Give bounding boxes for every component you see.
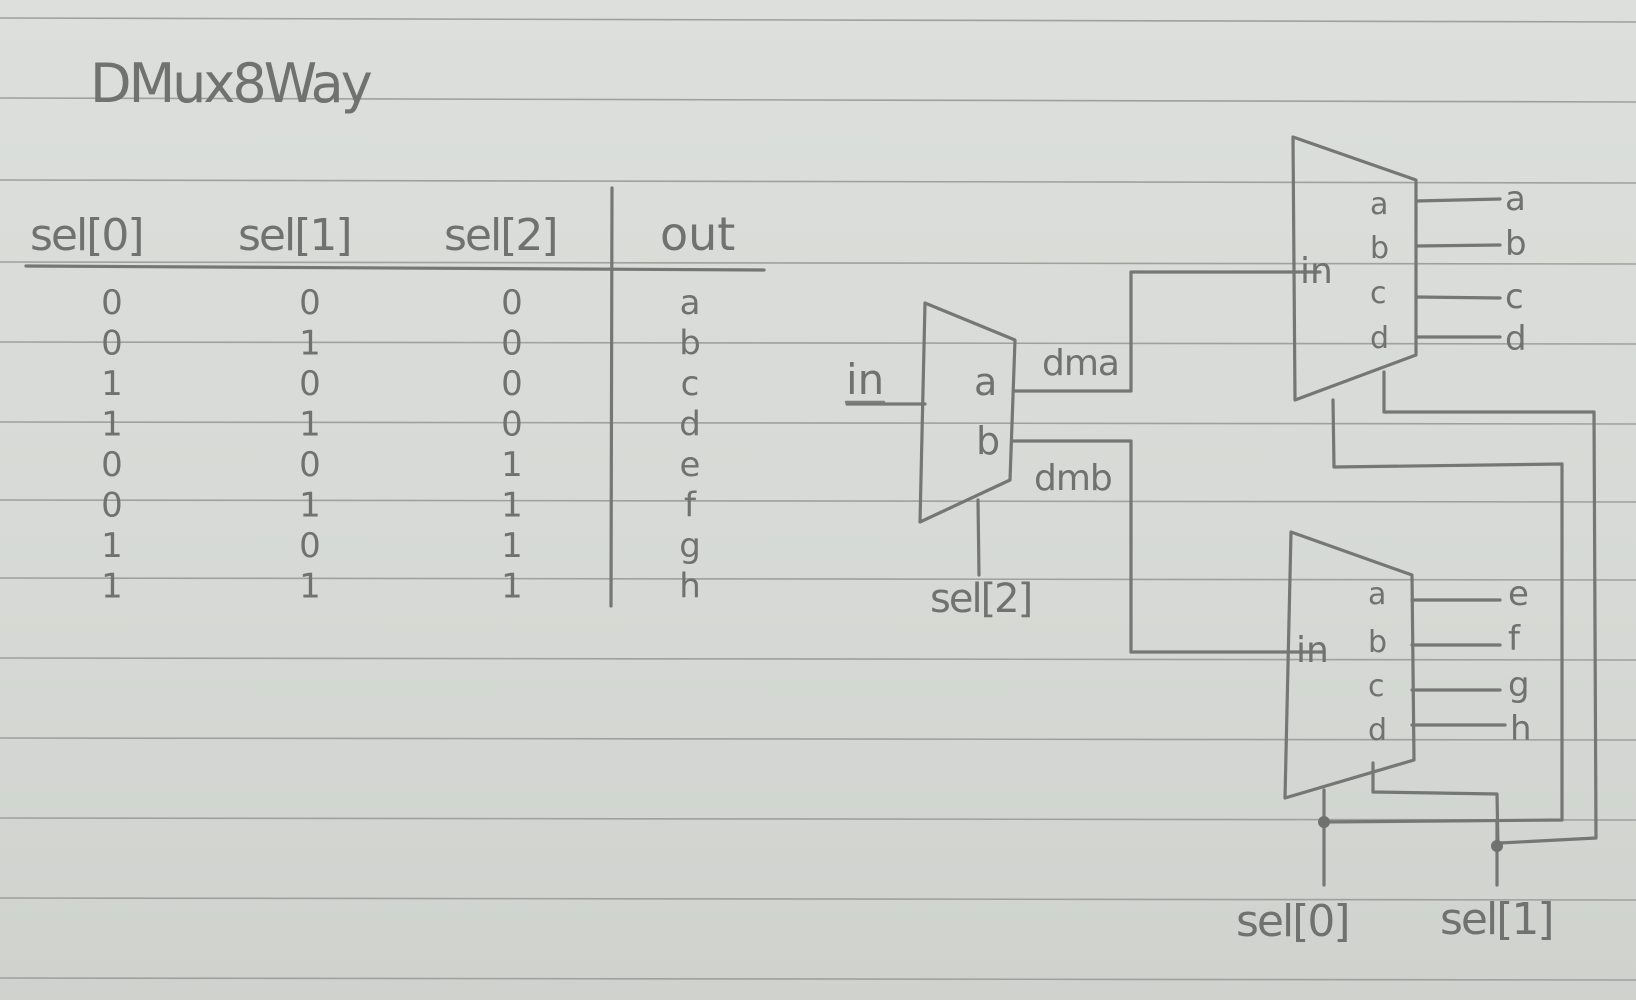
bottom-select-wire-1 [1371, 761, 1500, 850]
bottom-demux-port-c: c [1368, 669, 1385, 704]
input-label: in [846, 355, 884, 404]
first-demux: in a b sel[2] [844, 301, 1033, 622]
bottom-demux-port-a: a [1368, 577, 1386, 612]
bottom-demux: in a b c d e f g h [1283, 530, 1532, 800]
result-h: h [1510, 709, 1532, 749]
top-demux-input-label: in [1300, 251, 1333, 292]
table-cell: 1 [299, 567, 321, 607]
select-wire-sel2 [976, 498, 981, 577]
table-cell: 1 [101, 526, 123, 566]
first-demux-body [918, 301, 1017, 524]
column-header-out: out [660, 207, 735, 261]
table-cell: 0 [501, 283, 523, 323]
first-demux-output-a: a [974, 360, 997, 404]
table-cell: 1 [101, 567, 123, 607]
table-cell: 1 [299, 405, 321, 445]
result-g: g [1508, 665, 1530, 705]
top-output-wire-a [1414, 197, 1502, 203]
top-demux-port-d: d [1370, 321, 1389, 356]
junction-dot-sel1 [1491, 840, 1503, 852]
table-cell: 1 [501, 526, 523, 566]
first-demux-output-b: b [976, 419, 1000, 463]
table-cell: 1 [501, 567, 523, 607]
table-cell: a [680, 283, 701, 323]
table-cell: 1 [299, 486, 321, 526]
table-cell: 0 [299, 283, 321, 323]
select-wiring: sel[0] sel[1] [1236, 370, 1598, 947]
result-f: f [1508, 619, 1521, 659]
top-output-wire-b [1414, 243, 1502, 248]
top-demux-port-c: c [1370, 276, 1387, 311]
table-cell: 0 [299, 364, 321, 404]
select-label-sel1: sel[1] [1440, 894, 1553, 945]
top-demux-port-a: a [1370, 187, 1388, 222]
table-cell: 0 [101, 445, 123, 485]
table-cell: g [679, 526, 701, 566]
bottom-demux-body [1283, 530, 1416, 800]
top-output-wire-c [1414, 295, 1502, 300]
table-cell: 0 [501, 364, 523, 404]
bottom-demux-input-label: in [1296, 630, 1329, 671]
ruled-lines [0, 17, 1636, 981]
table-cell: 0 [501, 405, 523, 445]
table-cell: 0 [501, 324, 523, 364]
select-label-sel2: sel[2] [930, 576, 1031, 622]
bottom-demux-port-b: b [1368, 625, 1387, 660]
top-demux-body [1291, 135, 1418, 402]
result-c: c [1505, 277, 1524, 317]
table-cell: 0 [101, 283, 123, 323]
result-d: d [1505, 319, 1527, 359]
column-header-sel1: sel[1] [238, 210, 351, 261]
header-underline [24, 264, 766, 272]
top-select-wire-0 [1322, 398, 1564, 824]
wire-dma [1013, 270, 1322, 393]
table-cell: 1 [101, 364, 123, 404]
table-cell: f [684, 486, 697, 526]
select-label-sel0: sel[0] [1236, 896, 1349, 947]
wire-label-dma: dma [1042, 343, 1119, 384]
column-header-sel2: sel[2] [444, 210, 557, 261]
junction-dot-sel0 [1318, 816, 1330, 828]
column-divider [609, 186, 614, 608]
table-cell: h [679, 567, 701, 607]
top-demux-port-b: b [1370, 231, 1389, 266]
top-select-wire-1 [1382, 370, 1598, 845]
bottom-demux-port-d: d [1368, 713, 1387, 748]
table-cell: 0 [101, 324, 123, 364]
result-b: b [1505, 224, 1527, 264]
table-cell: 0 [101, 486, 123, 526]
table-cell: 1 [299, 324, 321, 364]
table-cell: d [679, 405, 701, 445]
table-cell: b [679, 324, 701, 364]
wire-dmb [1010, 439, 1324, 654]
wire-label-dmb: dmb [1034, 458, 1112, 499]
page-title: DMux8Way [90, 52, 372, 115]
result-a: a [1505, 179, 1526, 219]
result-e: e [1508, 574, 1529, 614]
table-cell: e [680, 445, 701, 485]
table-cell: c [681, 364, 700, 404]
table-cell: 0 [299, 526, 321, 566]
table-cell: 0 [299, 445, 321, 485]
column-header-sel0: sel[0] [30, 210, 143, 261]
table-cell: 1 [101, 405, 123, 445]
table-cell: 1 [501, 486, 523, 526]
top-demux: in a b c d a b c d [1291, 135, 1527, 402]
table-cell: 1 [501, 445, 523, 485]
